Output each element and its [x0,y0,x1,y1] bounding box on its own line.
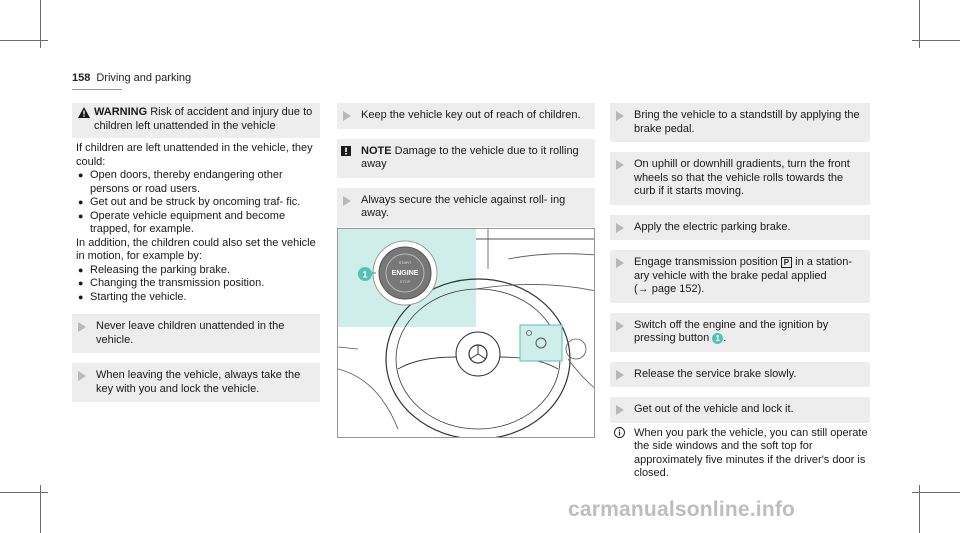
step-arrow-icon [76,369,96,396]
crop-mark [912,40,960,41]
crop-mark [0,40,48,41]
intro-text-1: If children are left unattended in the v… [76,142,313,168]
header-rule [72,89,122,90]
steering-wheel [385,278,571,437]
instruction-step: Always secure the vehicle against roll- … [337,187,595,227]
cockpit-illustration: START ENGINE STOP 1 [337,228,595,438]
watermark: carmanualsonline.info [568,498,796,521]
instruction-step: Bring the vehicle to a standstill by app… [610,103,870,142]
button-text-top: START [399,260,412,265]
park-position-symbol: P [780,257,793,268]
step-arrow-icon [614,403,634,417]
instruction-step: On uphill or downhill gradients, turn th… [610,152,870,205]
page-reference-link[interactable]: (→ page 152). [634,283,705,295]
callout-reference: 1 [712,332,724,344]
page-number: 158 [72,72,91,84]
callout-number: 1 [362,270,367,280]
instruction-step: Never leave children unattended in the v… [72,314,320,353]
note-text: Damage to the vehicle due to it rolling … [361,144,579,171]
list-item: ●Operate vehicle equipment and become tr… [78,209,286,236]
crop-mark [919,0,920,48]
warning-box: WARNING Risk of accident and injury due … [72,103,320,138]
instruction-step: Switch off the engine and the ignition b… [610,312,870,352]
list-item: ●Changing the transmission position. [78,277,265,289]
list-item: ●Releasing the parking brake. [78,263,231,276]
step-arrow-icon [614,109,634,136]
instruction-step: Engage transmission position P in a stat… [610,250,870,303]
column-1: WARNING Risk of accident and injury due … [72,103,320,402]
instruction-step: Release the service brake slowly. [610,361,870,387]
list-item: ●Starting the vehicle. [78,290,187,303]
crop-mark [912,492,960,493]
button-text-main: ENGINE [392,270,419,277]
instruction-step: Keep the vehicle key out of reach of chi… [337,103,595,129]
step-arrow-icon [614,368,634,382]
crop-mark [919,485,920,533]
cockpit-drawing: START ENGINE STOP 1 [338,229,594,437]
info-note: When you park the vehicle, you can still… [610,427,870,481]
crop-mark [0,492,48,493]
info-icon [614,426,634,481]
button-text-bottom: STOP [400,279,411,284]
key-highlight-box [519,324,563,362]
page-header: 158 Driving and parking [72,72,191,84]
step-arrow-icon [614,256,634,297]
step-arrow-icon [341,194,361,221]
instruction-step: Get out of the vehicle and lock it. [610,397,870,423]
warning-triangle-icon [78,106,94,133]
step-arrow-icon [614,319,634,346]
note-label: NOTE [361,144,392,157]
key-slot-icon [535,337,547,349]
step-arrow-icon [76,320,96,347]
list-item: ●Get out and be struck by oncoming traf-… [78,196,301,208]
crop-mark [40,485,41,533]
note-box: NOTE Damage to the vehicle due to it rol… [337,138,595,178]
list-item: ●Open doors, thereby endangering other p… [78,169,283,195]
column-2: Keep the vehicle key out of reach of chi… [337,103,595,227]
warning-label: WARNING [94,106,148,118]
step-arrow-icon [614,221,634,235]
step-arrow-icon [614,158,634,199]
step-arrow-icon [341,109,361,123]
instruction-step: When leaving the vehicle, always take th… [72,363,320,402]
section-title: Driving and parking [96,72,192,84]
warning-title: Risk of accident and injury due to child… [94,106,313,132]
instruction-step: Apply the electric parking brake. [610,214,870,240]
crop-mark [40,0,41,48]
intro-text-2: In addition, the children could also set… [76,236,316,263]
note-exclamation-icon [341,145,361,172]
callout-marker [358,267,372,281]
column-3: Bring the vehicle to a standstill by app… [610,103,870,481]
